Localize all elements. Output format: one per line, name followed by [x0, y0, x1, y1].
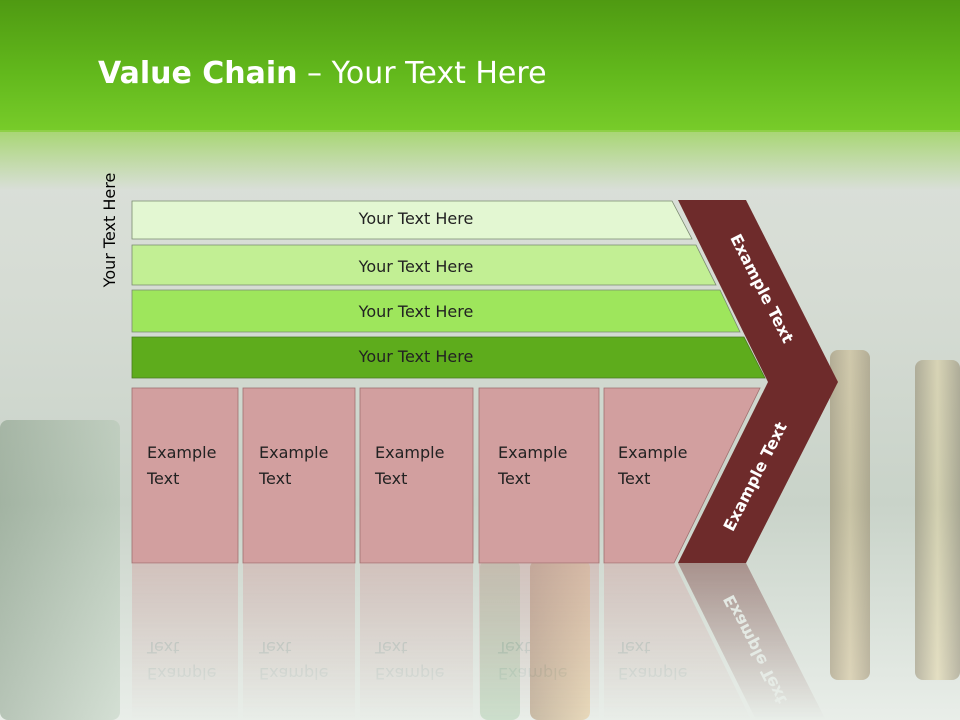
- box-3[interactable]: Example Text: [359, 387, 474, 564]
- box-3-reflect-line1: Example: [375, 664, 444, 683]
- box-2-line1: Example: [259, 443, 328, 462]
- box-4-line2: Text: [497, 469, 530, 488]
- bar-4[interactable]: Your Text Here: [131, 336, 766, 379]
- box-3-shape: [359, 387, 474, 564]
- chevron-arrow[interactable]: Example Text Example Text: [678, 200, 838, 563]
- chevron-lower-shape: [678, 382, 838, 563]
- bar-1[interactable]: Your Text Here: [131, 200, 693, 240]
- chevron-upper-shape: [678, 200, 838, 382]
- slide-title: Value Chain – Your Text Here: [98, 54, 547, 94]
- box-2-reflect-line2: Text: [258, 638, 291, 657]
- bar-4-label: Your Text Here: [358, 347, 474, 366]
- box-5-reflect-line1: Example: [618, 664, 687, 683]
- bar-2-shape: [131, 244, 717, 286]
- box-3-reflect-line2: Text: [374, 638, 407, 657]
- box-1[interactable]: Example Text: [131, 387, 239, 564]
- box-2-line2: Text: [258, 469, 291, 488]
- test-tube-decor: [830, 350, 870, 680]
- box-5-line2: Text: [617, 469, 650, 488]
- bar-3-label: Your Text Here: [358, 302, 474, 321]
- bar-group: Your Text Here Your Text Here Your Text …: [131, 200, 766, 379]
- box-1-line2: Text: [146, 469, 179, 488]
- title-bold: Value Chain: [98, 56, 298, 91]
- box-4-reflect-line1: Example: [498, 664, 567, 683]
- box-5-line1: Example: [618, 443, 687, 462]
- diagram-reflection: Example Text Example Text Example Text E…: [132, 563, 826, 720]
- box-2-shape: [242, 387, 356, 564]
- box-4-reflect-line2: Text: [497, 638, 530, 657]
- bar-2[interactable]: Your Text Here: [131, 244, 717, 286]
- bar-1-label: Your Text Here: [358, 209, 474, 228]
- box-5[interactable]: Example Text: [603, 387, 761, 564]
- bar-4-shape: [131, 336, 766, 379]
- title-rest: – Your Text Here: [297, 56, 547, 91]
- box-2-reflect-line1: Example: [259, 664, 328, 683]
- box-2[interactable]: Example Text: [242, 387, 356, 564]
- header-fade: [0, 130, 960, 190]
- box-1-reflect-line2: Text: [146, 638, 179, 657]
- box-1-reflect-line1: Example: [147, 664, 216, 683]
- bar-3[interactable]: Your Text Here: [131, 289, 741, 333]
- bar-1-shape: [131, 200, 693, 240]
- box-group: Example Text Example Text Example Text E…: [131, 387, 761, 564]
- box-3-line1: Example: [375, 443, 444, 462]
- box-4-line1: Example: [498, 443, 567, 462]
- box-3-line2: Text: [374, 469, 407, 488]
- test-tube-decor: [915, 360, 960, 680]
- box-4-shape: [478, 387, 600, 564]
- test-tube-decor: [0, 420, 120, 720]
- bar-3-shape: [131, 289, 741, 333]
- box-5-reflect-line2: Text: [617, 638, 650, 657]
- box-4[interactable]: Example Text: [478, 387, 600, 564]
- bar-2-label: Your Text Here: [358, 257, 474, 276]
- header-band: [0, 0, 960, 132]
- box-1-line1: Example: [147, 443, 216, 462]
